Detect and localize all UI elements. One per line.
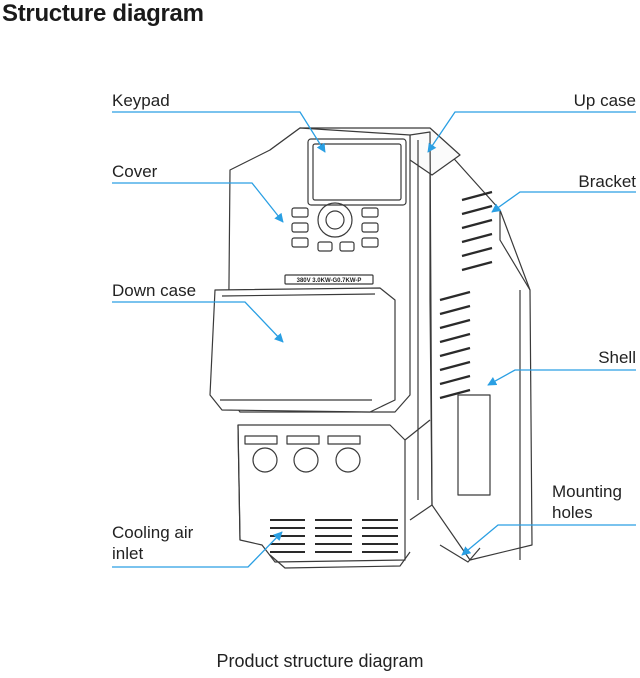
label-bracket: Bracket [548, 171, 636, 192]
callout-up-case [428, 112, 636, 152]
label-mounting-holes-1: Mounting [552, 481, 622, 502]
lower-panel [238, 425, 405, 562]
label-down-case: Down case [112, 280, 196, 301]
label-up-case: Up case [548, 90, 636, 111]
down-case [210, 288, 395, 412]
shell-side [430, 132, 532, 560]
nameplate-text: 380V 3.0KW-G0.7KW-P [297, 278, 362, 284]
label-cover: Cover [112, 161, 157, 182]
figure-caption: Product structure diagram [0, 651, 640, 672]
label-cooling-inlet-2: inlet [112, 543, 143, 564]
label-shell: Shell [548, 347, 636, 368]
label-keypad: Keypad [112, 90, 170, 111]
label-mounting-holes-2: holes [552, 502, 593, 523]
callout-bracket [492, 192, 636, 212]
label-cooling-inlet-1: Cooling air [112, 522, 193, 543]
